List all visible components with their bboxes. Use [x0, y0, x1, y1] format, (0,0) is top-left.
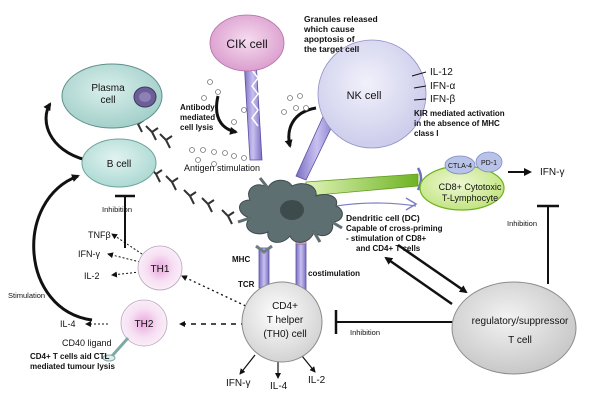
pd1-badge	[475, 151, 503, 173]
dc-text-1: Dendritic cell (DC)	[346, 213, 420, 223]
cd4-aid-text-2: mediated tumour lysis	[30, 362, 115, 371]
inhibition-th0-label: Inhibition	[350, 328, 380, 337]
inhibition-cd8-label: Inhibition	[507, 219, 537, 228]
cd40-label: CD40 ligand	[62, 338, 112, 348]
granules	[189, 79, 309, 167]
cd40-ligand-receptor	[102, 337, 130, 362]
cd8-label-2: T-Lymphocyte	[442, 193, 498, 203]
treg-cell	[451, 281, 577, 375]
nk-cell	[317, 39, 427, 149]
th0-il2-arrow	[301, 355, 316, 373]
th1-cell	[137, 245, 183, 291]
il12-label: IL-12	[430, 67, 453, 78]
ifna-label: IFN-α	[430, 81, 455, 92]
b-to-plasma-arrow	[43, 102, 87, 162]
th0-label-3: (TH0) cell	[263, 329, 306, 340]
cd4-aid-text-1: CD4+ T cells aid CTL	[30, 352, 109, 361]
dc-text-4: and CD4+ T cells	[356, 244, 421, 253]
pd1-label: PD-1	[481, 160, 497, 167]
ifng-cd8-label: IFN-γ	[540, 167, 564, 178]
plasma-label-1: Plasma	[91, 83, 125, 94]
treg-label-2: T cell	[508, 335, 532, 346]
plasma-label-2: cell	[100, 95, 115, 106]
th1-tnfb-arrow	[111, 233, 143, 255]
plasma-cell	[61, 63, 163, 129]
cik-cell-label: CIK cell	[226, 37, 267, 51]
il2-th1-label: IL-2	[84, 271, 100, 281]
stimulation-arrow	[32, 174, 93, 322]
kir-text-3: class I	[414, 129, 438, 138]
b-cell-label: B cell	[107, 159, 131, 170]
th2-label: TH2	[135, 319, 154, 330]
antibody-text-2: mediated	[180, 113, 215, 122]
antigen-label: Antigen stimulation	[184, 163, 260, 173]
nk-cell-label: NK cell	[347, 90, 382, 102]
th0-cell	[241, 281, 323, 363]
tnfb-label: TNFβ	[88, 230, 111, 240]
granules-text-3: apoptosis of	[304, 34, 355, 44]
th1-label: TH1	[151, 264, 170, 275]
ifng-th1-label: IFN-γ	[78, 249, 100, 259]
inhibition-b-label: Inhibition	[102, 205, 132, 214]
treg-label-1: regulatory/suppressor	[472, 316, 569, 327]
kir-text-1: KIR mediated activation	[414, 109, 505, 118]
cik-curved-arrow	[215, 95, 238, 135]
il4-bottom-label: IL-4	[270, 381, 288, 392]
cik-cell	[209, 14, 285, 72]
ctla4-label: CTLA-4	[448, 163, 472, 170]
granules-text-4: the target cell	[304, 44, 359, 54]
th1-ifng-arrow	[107, 252, 141, 263]
ctla4-badge	[444, 155, 476, 175]
th1-il2-arrow	[111, 271, 141, 278]
costim-label: costimulation	[308, 269, 360, 278]
cik-receptor	[243, 59, 263, 161]
treg-to-dc-arrow	[384, 256, 453, 306]
nk-curved-arrow	[284, 106, 317, 148]
dendritic-cell	[237, 177, 343, 243]
il4-th2-label: IL-4	[60, 319, 76, 329]
mhc-label: MHC	[232, 255, 250, 264]
stimulation-label: Stimulation	[8, 291, 45, 300]
th2-cell	[120, 299, 168, 347]
b-cell	[81, 138, 157, 188]
th0-label-2: T helper	[267, 315, 304, 326]
th0-label-1: CD4+	[272, 301, 298, 312]
th0-ifng-arrow	[239, 354, 256, 375]
cd8-label-1: CD8+ Cytotoxic	[439, 182, 502, 192]
dc-text-2: Capable of cross-priming	[346, 224, 443, 233]
tcr-label: TCR	[238, 280, 255, 289]
granules-text-2: which cause	[303, 24, 355, 34]
dc-to-treg-arrow	[397, 243, 468, 294]
tcr-receptor	[255, 244, 273, 289]
dc-text-3: - stimulation of CD8+	[346, 234, 427, 243]
ifnb-label: IFN-β	[430, 94, 455, 105]
il2-bottom-label: IL-2	[308, 375, 326, 386]
kir-text-2: in the absence of MHC	[414, 119, 500, 128]
granules-text-1: Granules released	[304, 14, 378, 24]
antibody-text-1: Antibody	[180, 103, 215, 112]
antibody-text-3: cell lysis	[180, 123, 214, 132]
ifng-bottom-label: IFN-γ	[226, 378, 250, 389]
